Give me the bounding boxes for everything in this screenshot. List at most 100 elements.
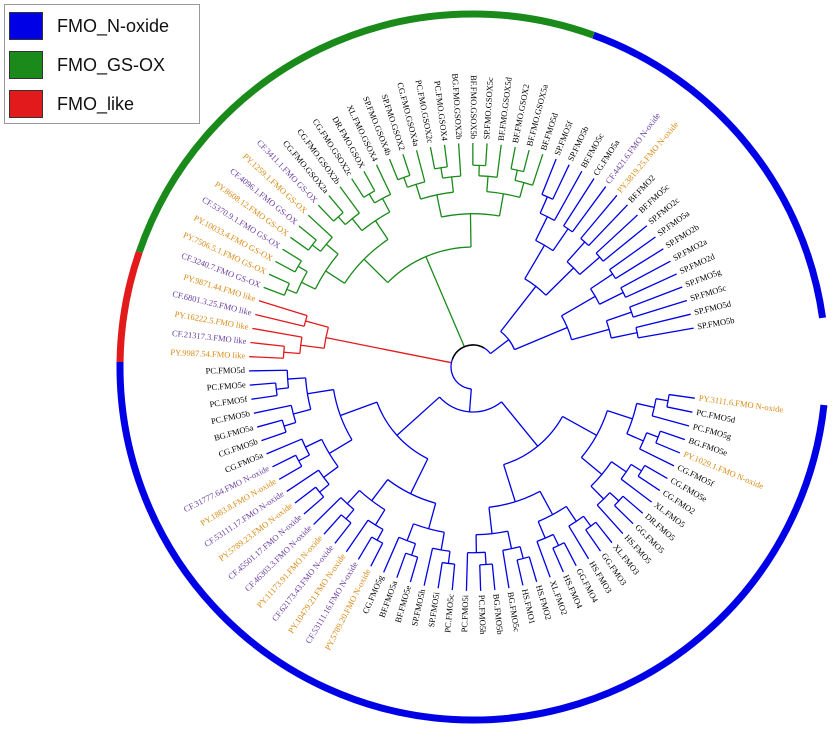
branch-line xyxy=(423,548,434,586)
branch-line xyxy=(345,509,355,520)
branch-line xyxy=(562,415,597,436)
branch-line xyxy=(537,521,546,539)
branch-arc xyxy=(539,212,555,221)
branch-line xyxy=(396,552,407,578)
branch-line xyxy=(469,213,472,248)
branch-line xyxy=(266,438,303,455)
branch-line xyxy=(340,401,378,417)
branch-line xyxy=(666,406,693,413)
branch-line xyxy=(595,521,613,544)
branch-line xyxy=(440,167,444,179)
branch-arc xyxy=(315,486,325,498)
branch-line xyxy=(437,562,443,589)
branch-arc xyxy=(486,190,520,199)
branch-line xyxy=(283,421,296,427)
branch-line xyxy=(581,456,603,475)
branch-arc xyxy=(405,552,418,558)
branch-line xyxy=(498,193,505,217)
branch-line xyxy=(531,153,544,186)
branch-line xyxy=(337,216,346,226)
branch-arc xyxy=(307,239,317,251)
branch-arc xyxy=(301,438,311,456)
leaf-label: BF.FMO.GSOX5b xyxy=(469,75,479,139)
branch-arc xyxy=(614,495,624,506)
branch-line xyxy=(298,454,310,462)
branch-line xyxy=(655,398,669,402)
legend: FMO_N-oxide FMO_GS-OX FMO_like xyxy=(4,4,200,124)
branch-line xyxy=(516,559,524,586)
branch-line xyxy=(579,256,601,275)
branch-arc xyxy=(635,327,639,338)
branch-line xyxy=(383,537,400,573)
legend-item-fmo-gs-ox: FMO_GS-OX xyxy=(9,50,165,80)
branch-line xyxy=(345,519,369,553)
branch-arc xyxy=(535,239,554,252)
leaf-label: PC.FMO5h xyxy=(477,595,488,636)
branch-line xyxy=(563,178,595,227)
branch-line xyxy=(552,164,570,200)
branch-line xyxy=(328,439,353,454)
branch-line xyxy=(258,300,308,317)
leaf-labels: SP.FMO5bSP.FMO5dSP.FMO5cSP.FMO5gSP.FMO2d… xyxy=(170,73,784,652)
branch-line xyxy=(507,530,513,549)
branch-arc xyxy=(620,287,627,298)
branch-line xyxy=(443,144,448,167)
branch-line xyxy=(409,556,419,583)
branch-arc xyxy=(590,461,612,487)
branch-line xyxy=(249,369,288,372)
branch-line xyxy=(374,220,389,240)
branch-line xyxy=(479,564,482,591)
branch-line xyxy=(286,288,297,294)
branch-line xyxy=(607,410,633,420)
branch-line xyxy=(351,218,363,232)
branch-line xyxy=(606,311,632,322)
branch-line xyxy=(282,248,302,262)
branch-arc xyxy=(332,389,353,441)
branch-line xyxy=(403,177,409,188)
branch-arc xyxy=(626,403,638,435)
branch-arc xyxy=(420,191,454,200)
branch-line xyxy=(429,146,436,170)
branch-line xyxy=(317,204,335,222)
branch-line xyxy=(635,313,691,329)
branch-line xyxy=(325,243,339,255)
branch-arc xyxy=(651,398,657,417)
branch-line xyxy=(293,408,311,415)
branch-line xyxy=(268,273,290,285)
branch-line xyxy=(503,464,516,502)
branch-arc xyxy=(359,489,386,511)
branch-arc xyxy=(516,556,530,561)
branch-line xyxy=(323,514,342,535)
branch-line xyxy=(571,328,610,341)
branch-line xyxy=(249,382,276,386)
branch-line xyxy=(376,529,384,541)
branch-line xyxy=(615,248,664,280)
branch-line xyxy=(307,388,334,395)
branch-arc xyxy=(541,193,554,200)
branch-line xyxy=(651,415,690,427)
leaf-label: HS.FMO1 xyxy=(520,588,538,625)
branch-line xyxy=(286,469,319,492)
branch-line xyxy=(450,176,455,193)
branch-line xyxy=(298,225,317,241)
legend-swatch-red xyxy=(9,90,43,118)
branch-line xyxy=(622,495,644,514)
branch-line xyxy=(539,491,554,515)
branch-line xyxy=(363,171,376,192)
branch-line xyxy=(251,394,278,400)
branch-line xyxy=(620,478,653,503)
branch-line xyxy=(644,464,668,479)
branch-arc xyxy=(441,213,500,218)
leaf-label: SP.FMO.GSOX5c xyxy=(481,77,495,140)
branch-arc xyxy=(629,306,634,318)
branch-line xyxy=(368,193,376,204)
legend-swatch-green xyxy=(9,51,43,79)
leaf-label: CF.21317.3.FMO like xyxy=(171,328,247,346)
branch-line xyxy=(468,388,472,412)
branch-line xyxy=(334,522,352,544)
branch-line xyxy=(590,273,613,290)
branch-line xyxy=(351,178,365,198)
branch-line xyxy=(611,332,638,339)
branch-line xyxy=(249,356,284,359)
branch-line xyxy=(568,525,590,560)
